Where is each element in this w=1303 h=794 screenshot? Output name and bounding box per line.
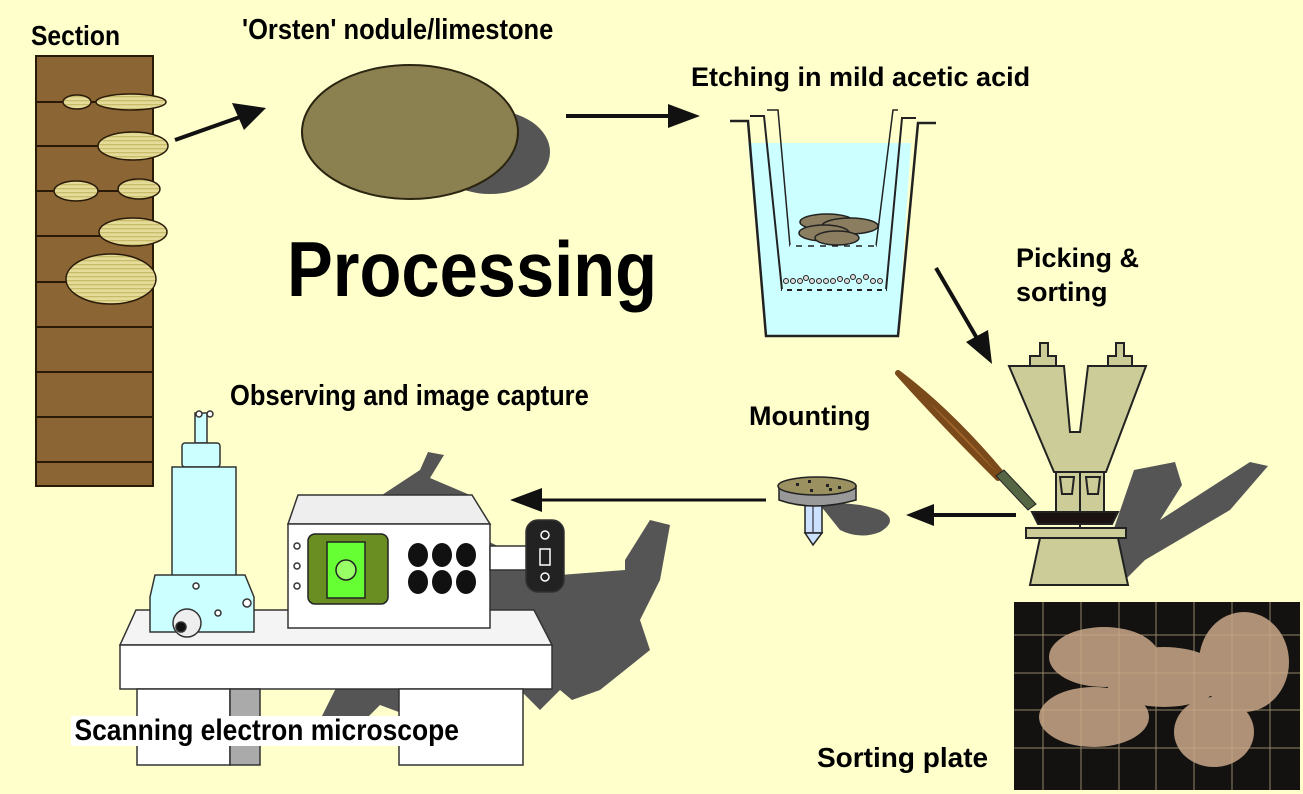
stereo-microscope: [1007, 342, 1148, 586]
arrow-nodule-to-etching: [566, 104, 700, 128]
section-column: [35, 55, 169, 487]
label-observing: Observing and image capture: [230, 380, 589, 412]
etching-beaker: [730, 109, 936, 338]
arrow-mounting-to-sem: [510, 488, 766, 512]
residue-particles: [783, 274, 883, 284]
sorting-plate-image: [1014, 602, 1300, 790]
label-sem: Scanning electron microscope: [71, 716, 463, 746]
sem-screen: [326, 541, 366, 599]
nodule-pieces: [798, 213, 879, 246]
arrow-picking-to-mounting: [906, 504, 1016, 526]
nodule-lenses: [53, 93, 169, 305]
brush: [895, 370, 1037, 511]
sediment-residue: [1039, 612, 1289, 767]
console-knobs: [408, 543, 476, 594]
label-mounting: Mounting: [749, 401, 871, 431]
microscope-shadow: [1110, 462, 1268, 585]
label-etching: Etching in mild acetic acid: [691, 62, 1031, 92]
label-sorting-plate: Sorting plate: [817, 742, 989, 773]
sem-console: [286, 494, 565, 629]
label-picking-line2: sorting: [1016, 277, 1108, 307]
mounting-stub: [777, 476, 890, 547]
page-title: Processing: [287, 225, 658, 313]
orsten-nodule: [301, 64, 550, 200]
label-section: Section: [31, 20, 121, 51]
label-nodule: 'Orsten' nodule/limestone: [242, 14, 554, 46]
sem-column: [149, 410, 255, 638]
label-picking-line1: Picking &: [1016, 243, 1140, 273]
arrow-section-to-nodule: [174, 103, 266, 142]
arrow-etching-to-picking: [934, 266, 992, 364]
